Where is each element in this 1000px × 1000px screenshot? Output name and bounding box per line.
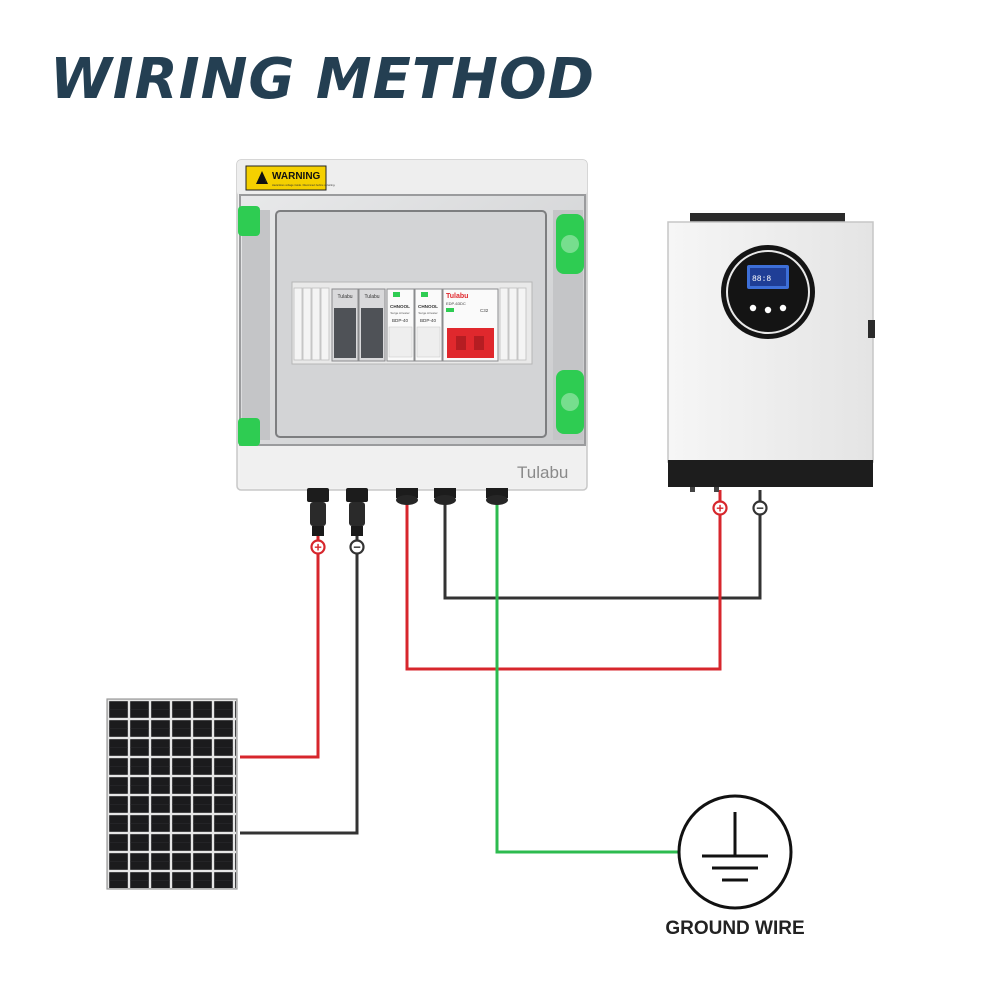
inverter: 88:8: [667, 213, 875, 492]
device-subtitle: Surge Arrester: [390, 311, 409, 315]
device-model: BDP-40: [420, 318, 437, 323]
mc4-connector-positive: [307, 488, 329, 536]
din-rail-blanks: [293, 287, 527, 361]
latch-bottom-left: [238, 418, 260, 446]
solar-panel: [106, 698, 238, 890]
ground-wire: [495, 500, 682, 854]
warning-label: ! WARNING Hazardous voltage inside. Disc…: [245, 165, 335, 191]
dc-breaker[interactable]: Tulabu EDP-63DC C32: [442, 288, 499, 362]
warning-note: Hazardous voltage inside. Disconnect bef…: [272, 183, 335, 187]
solar-negative-marker: −: [349, 539, 365, 555]
inverter-base: [668, 460, 873, 487]
mc4-connector-negative: [346, 488, 368, 536]
negative-sign: −: [353, 540, 361, 555]
svg-text:88:8: 88:8: [752, 275, 771, 284]
fuse-holder-2[interactable]: Tulabu: [358, 288, 386, 362]
wires: [240, 490, 762, 854]
negative-sign: −: [756, 501, 764, 516]
page-title: WIRING METHOD: [50, 47, 596, 112]
device-rating: C32: [480, 308, 489, 313]
device-brand: Tulabu: [446, 293, 468, 300]
svg-text:!: !: [265, 181, 266, 183]
solar-positive-marker: +: [310, 539, 326, 555]
fuse-holder-1[interactable]: Tulabu: [331, 288, 359, 362]
cable-gland-2: [434, 488, 456, 505]
polarity-markers: + − + −: [310, 500, 768, 555]
warning-triangle-icon: [256, 171, 268, 184]
solar-negative-wire: [240, 500, 359, 835]
device-subtitle: Surge Arrester: [418, 311, 437, 315]
device-brand: Tulabu: [364, 294, 379, 300]
inverter-display-icon[interactable]: 88:8: [721, 245, 815, 339]
latch-top-right: [556, 214, 584, 274]
device-model: BDP-40: [392, 318, 409, 323]
device-model: EDP-63DC: [446, 301, 466, 306]
latch-top-left: [238, 206, 260, 236]
device-brand: CHNOOL: [390, 304, 410, 309]
box-connectors: [307, 488, 508, 536]
cable-gland-1: [396, 488, 418, 505]
warning-title: WARNING: [272, 171, 321, 182]
positive-sign: +: [314, 540, 322, 555]
battery-negative-wire: [443, 490, 762, 600]
latch-bottom-right: [556, 370, 584, 434]
combiner-box: ! WARNING Hazardous voltage inside. Disc…: [236, 159, 588, 491]
earth-ground-icon: [677, 794, 793, 910]
breaker-toggle[interactable]: [447, 328, 494, 358]
door-latches: [238, 206, 584, 446]
battery-positive-wire: [405, 490, 722, 671]
inverter-positive-marker: +: [712, 500, 728, 516]
device-brand: CHNOOL: [418, 304, 438, 309]
surge-protector-2[interactable]: CHNOOL Surge Arrester BDP-40: [414, 288, 443, 362]
solar-positive-wire: [240, 500, 320, 759]
surge-protector-1[interactable]: CHNOOL Surge Arrester BDP-40: [386, 288, 415, 362]
inverter-negative-marker: −: [752, 500, 768, 516]
positive-sign: +: [716, 501, 724, 516]
device-brand: Tulabu: [337, 294, 352, 300]
ground-wire-label: GROUND WIRE: [665, 918, 804, 939]
box-brand: Tulabu: [517, 463, 568, 482]
cable-gland-3: [486, 488, 508, 505]
